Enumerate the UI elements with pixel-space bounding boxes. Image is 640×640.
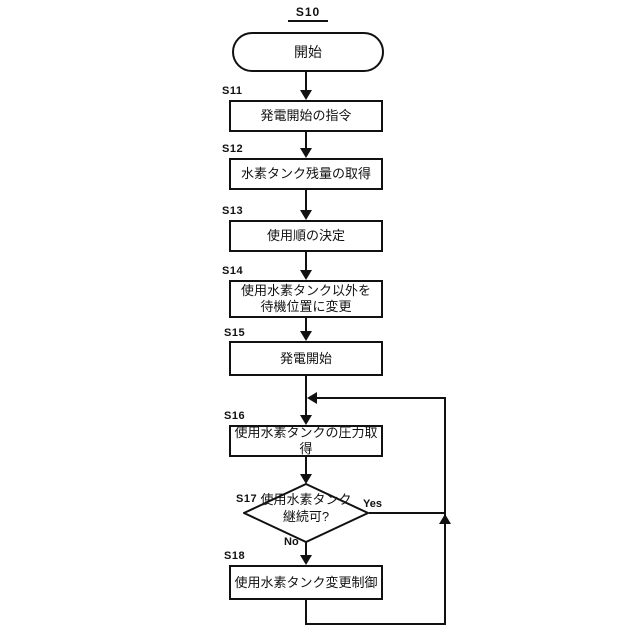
process-label-s14-line1: 使用水素タンク以外を bbox=[240, 283, 371, 298]
yes-branch-label: Yes bbox=[363, 498, 382, 510]
connector-s12-s13 bbox=[305, 190, 307, 211]
decision-label-s17: 使用水素タンク 継続可? bbox=[243, 491, 369, 525]
process-box-s16: 使用水素タンクの圧力取得 bbox=[229, 425, 383, 457]
connector-s16-s17 bbox=[305, 457, 307, 475]
process-label-s13: 使用順の決定 bbox=[266, 228, 345, 243]
process-label-s14-line2: 待機位置に変更 bbox=[260, 299, 352, 314]
arrowhead-down-icon bbox=[300, 270, 312, 280]
loop-return-hline bbox=[316, 397, 446, 399]
process-box-s15: 発電開始 bbox=[229, 341, 383, 376]
start-terminator: 開始 bbox=[232, 32, 384, 72]
connector-s18-down bbox=[305, 600, 307, 625]
decision-label-s17-line2: 継続可? bbox=[282, 509, 330, 524]
arrowhead-down-icon bbox=[300, 210, 312, 220]
process-label-s11: 発電開始の指令 bbox=[260, 108, 352, 123]
connector-s14-s15 bbox=[305, 318, 307, 332]
process-box-s11: 発電開始の指令 bbox=[229, 100, 383, 132]
arrowhead-down-icon bbox=[300, 90, 312, 100]
step-id-s13: S13 bbox=[222, 205, 244, 217]
step-id-s11: S11 bbox=[222, 85, 243, 97]
process-box-s18: 使用水素タンク変更制御 bbox=[229, 565, 383, 600]
arrowhead-down-icon bbox=[300, 148, 312, 158]
connector-s15-s16 bbox=[305, 376, 307, 416]
no-branch-label: No bbox=[284, 536, 299, 548]
bottom-loop-hline bbox=[305, 623, 446, 625]
step-id-s14: S14 bbox=[222, 265, 244, 277]
arrowhead-down-icon bbox=[300, 415, 312, 425]
step-id-s18: S18 bbox=[224, 550, 246, 562]
figure-reference-label: S10 bbox=[288, 5, 328, 22]
connector-s11-s12 bbox=[305, 132, 307, 149]
arrowhead-down-icon bbox=[300, 474, 312, 484]
arrowhead-down-icon bbox=[300, 555, 312, 565]
arrowhead-left-icon bbox=[307, 392, 317, 404]
step-id-s15: S15 bbox=[224, 327, 246, 339]
step-id-s16: S16 bbox=[224, 410, 246, 422]
connector-start-s11 bbox=[305, 72, 307, 92]
process-label-s12: 水素タンク残量の取得 bbox=[240, 166, 371, 181]
decision-label-s17-line1: 使用水素タンク bbox=[260, 492, 352, 507]
right-loop-vline bbox=[444, 397, 446, 625]
connector-s13-s14 bbox=[305, 252, 307, 271]
process-box-s14: 使用水素タンク以外を 待機位置に変更 bbox=[229, 280, 383, 318]
step-id-s12: S12 bbox=[222, 143, 244, 155]
process-box-s12: 水素タンク残量の取得 bbox=[229, 158, 383, 190]
process-box-s13: 使用順の決定 bbox=[229, 220, 383, 252]
process-label-s16: 使用水素タンクの圧力取得 bbox=[234, 425, 378, 456]
process-label-s15: 発電開始 bbox=[279, 350, 332, 366]
arrowhead-up-icon bbox=[439, 514, 451, 524]
connector-s17-s18 bbox=[305, 542, 307, 556]
arrowhead-down-icon bbox=[300, 331, 312, 341]
step-id-s17: S17 bbox=[236, 493, 258, 505]
yes-branch-hline bbox=[369, 512, 446, 514]
start-terminator-label: 開始 bbox=[294, 44, 322, 60]
process-label-s18: 使用水素タンク変更制御 bbox=[234, 574, 378, 590]
